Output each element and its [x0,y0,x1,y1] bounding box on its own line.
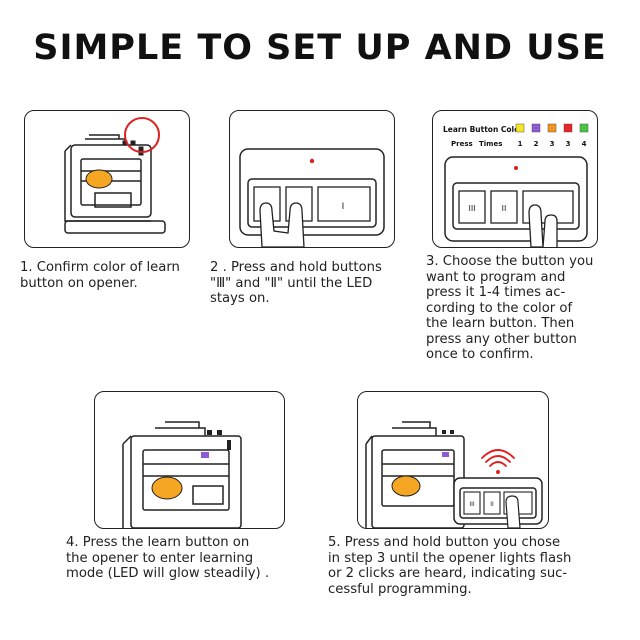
remote-button-2-label: II [490,501,494,508]
remote-body [239,148,385,236]
opener-unit [365,421,465,528]
remote-button-3-label: III [468,204,475,213]
finger-icon [151,476,183,500]
legend-count-3: 3 [550,140,555,148]
learn-button-indicator [442,452,449,457]
step2-illustration: I [229,110,395,248]
remote-button-3-label: III [469,501,475,508]
step5-caption: 5. Press and hold button you chose in st… [328,535,572,597]
page-title: SIMPLE TO SET UP AND USE [33,28,607,68]
learn-button-indicator [201,452,209,458]
step5-illustration: III II [357,391,549,529]
legend-times-label: Times [479,140,502,148]
remote-button-2-label: II [502,204,507,213]
finger-icon [391,475,421,497]
finger-icon [85,169,113,189]
step4-illustration [94,391,285,529]
remote-button-3 [463,491,481,515]
signal-waves-icon [481,449,515,467]
legend-count-4: 3 [566,140,571,148]
remote-button-1-label: I [342,202,345,212]
opener-unit [122,421,242,528]
hand-pressing-icon [505,495,521,528]
legend-count-1: 1 [518,140,523,148]
step3-illustration: Learn Button Color Press Times 1 2 3 3 4… [432,110,598,248]
legend-title: Learn Button Color [443,125,523,134]
remote-button-2 [483,491,501,515]
led-indicator-icon [309,158,315,164]
remote-button-1 [317,186,371,222]
led-indicator-icon [514,166,518,170]
legend-swatch-3 [547,123,557,133]
signal-dot-icon [496,470,500,474]
remote-body [444,156,588,242]
legend-swatch-4 [563,123,573,133]
remote-button-3 [458,190,486,224]
legend-count-2: 2 [534,140,539,148]
step3-caption: 3. Choose the button you want to program… [426,254,594,362]
opener-inner-details [207,430,231,450]
step2-caption: 2 . Press and hold buttons "Ⅲ" and "Ⅱ" u… [210,260,382,306]
legend-swatch-1 [515,123,525,133]
step1-illustration [24,110,190,248]
highlight-circle-icon [124,117,160,153]
legend-swatch-5 [579,123,589,133]
remote-button-2 [490,190,518,224]
step4-caption: 4. Press the learn button on the opener … [66,535,270,581]
step1-caption: 1. Confirm color of learn button on open… [20,260,180,291]
legend-swatch-2 [531,123,541,133]
legend-press-label: Press [451,140,473,148]
hand-pressing-icon [528,204,558,247]
legend-count-5: 4 [582,140,587,148]
remote-body [453,477,543,525]
opener-inner-details [442,430,454,434]
hand-pressing-icon [259,202,305,247]
